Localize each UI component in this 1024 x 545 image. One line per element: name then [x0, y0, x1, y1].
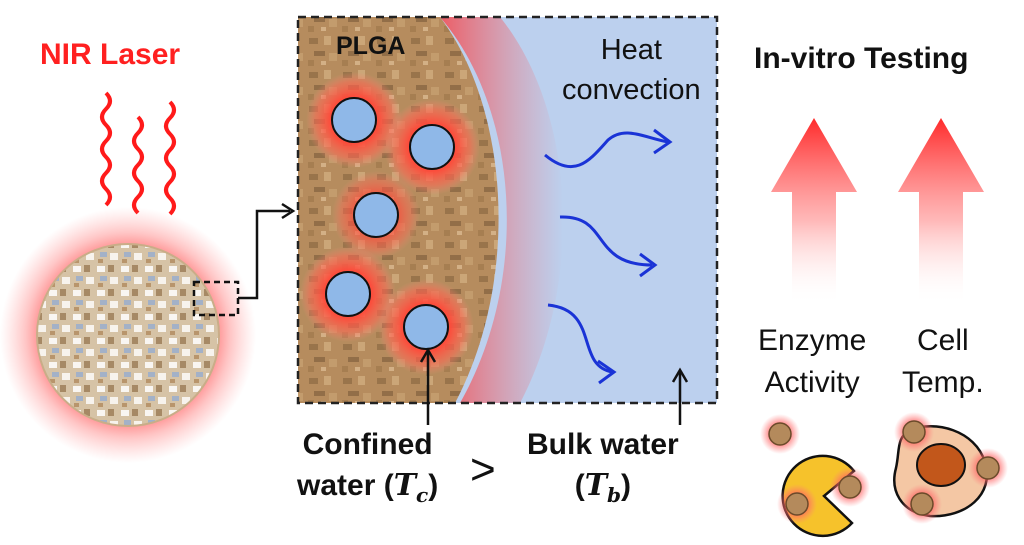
- confined-temp-symbol: T: [393, 468, 417, 503]
- cell-nucleus: [916, 443, 966, 487]
- cell-label-line1: Cell: [917, 324, 969, 357]
- heat-convection-label: Heat convection: [562, 30, 701, 110]
- enzyme-label-line1: Enzyme: [758, 324, 867, 357]
- confined-label-line1: Confined: [302, 428, 433, 461]
- bulk-temp-symbol: T: [584, 468, 608, 503]
- arrow-up-icon: [898, 118, 984, 305]
- laser-wave: [100, 91, 112, 207]
- cell-temp-label: Cell Temp.: [902, 320, 984, 404]
- confined-water-label: Confined water (Tc): [297, 424, 438, 516]
- confined-water-droplet: [378, 279, 474, 375]
- confined-label-suffix: ): [428, 469, 439, 502]
- cell-icon: [893, 412, 1008, 524]
- nir-laser-title: NIR Laser: [40, 38, 181, 71]
- arrow-up-icon: [771, 118, 857, 305]
- in-vitro-testing-title: In-vitro Testing: [754, 42, 969, 75]
- plga-edge-glow: [440, 17, 564, 403]
- bulk-label-line2: (Tb): [527, 465, 679, 516]
- laser-wave: [164, 100, 176, 216]
- zoom-box-frame: [296, 15, 719, 405]
- bulk-label-suffix: ): [621, 469, 632, 502]
- convection-arrow: [547, 303, 613, 374]
- convection-arrow: [559, 215, 653, 267]
- convection-arrow: [544, 131, 669, 169]
- confined-temp-subscript: c: [416, 483, 429, 507]
- plga-label: PLGA: [336, 32, 406, 60]
- confined-water-droplets: [300, 72, 480, 375]
- bulk-label-line1: Bulk water: [527, 428, 679, 461]
- bulk-water-label: Bulk water (Tb): [527, 424, 679, 516]
- confined-water-droplet: [306, 72, 402, 168]
- nanoparticle-disc: [0, 207, 256, 463]
- confined-water-droplet: [332, 171, 420, 259]
- pacman-icon: [760, 414, 870, 538]
- confined-water-droplet: [384, 99, 480, 195]
- laser-waves-icon: [100, 91, 176, 216]
- bulk-label-prefix: (: [574, 469, 585, 502]
- cell-label-line2: Temp.: [902, 366, 984, 399]
- enzyme-label-line2: Activity: [764, 366, 860, 399]
- convection-arrows: [544, 128, 673, 385]
- bulk-temp-subscript: b: [607, 483, 622, 507]
- pointer-arrows: [419, 347, 689, 425]
- confined-label-line2: water (Tc): [297, 465, 438, 516]
- heat-label-line2: convection: [562, 74, 701, 106]
- confined-label-prefix: water (: [297, 469, 394, 502]
- greater-than-sign: >: [470, 445, 496, 494]
- heat-label-line1: Heat: [600, 34, 662, 66]
- enzyme-activity-label: Enzyme Activity: [758, 320, 866, 404]
- zoom-connector-arrow: [238, 209, 290, 300]
- laser-wave: [132, 115, 144, 215]
- confined-water-droplet: [300, 246, 396, 342]
